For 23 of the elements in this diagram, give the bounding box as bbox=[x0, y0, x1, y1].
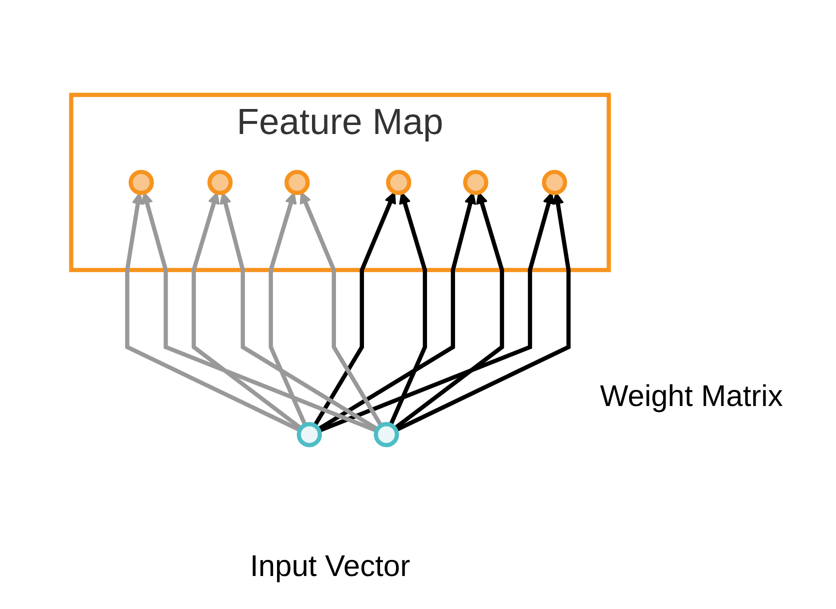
arrow bbox=[388, 192, 428, 426]
node-circle bbox=[207, 170, 233, 196]
arrow bbox=[268, 192, 308, 426]
node-circle bbox=[128, 170, 154, 196]
node-circle bbox=[284, 170, 310, 196]
arrow bbox=[220, 192, 379, 431]
arrow bbox=[192, 192, 302, 430]
node-circle bbox=[296, 422, 322, 448]
node-circle bbox=[463, 170, 488, 196]
diagram-label: Input Vector bbox=[250, 550, 410, 584]
node-circle bbox=[386, 170, 412, 196]
arrow bbox=[318, 192, 555, 433]
arrow bbox=[394, 192, 571, 432]
arrow bbox=[141, 192, 378, 433]
arrow bbox=[312, 192, 396, 427]
diagram-label: Weight Matrix bbox=[600, 380, 783, 414]
arrow bbox=[317, 192, 476, 431]
node-circle bbox=[542, 170, 568, 196]
arrow bbox=[300, 192, 383, 427]
node-circle bbox=[374, 422, 400, 448]
arrow bbox=[125, 192, 301, 432]
cluster: Feature Map bbox=[69, 92, 611, 272]
arrow bbox=[394, 192, 504, 430]
